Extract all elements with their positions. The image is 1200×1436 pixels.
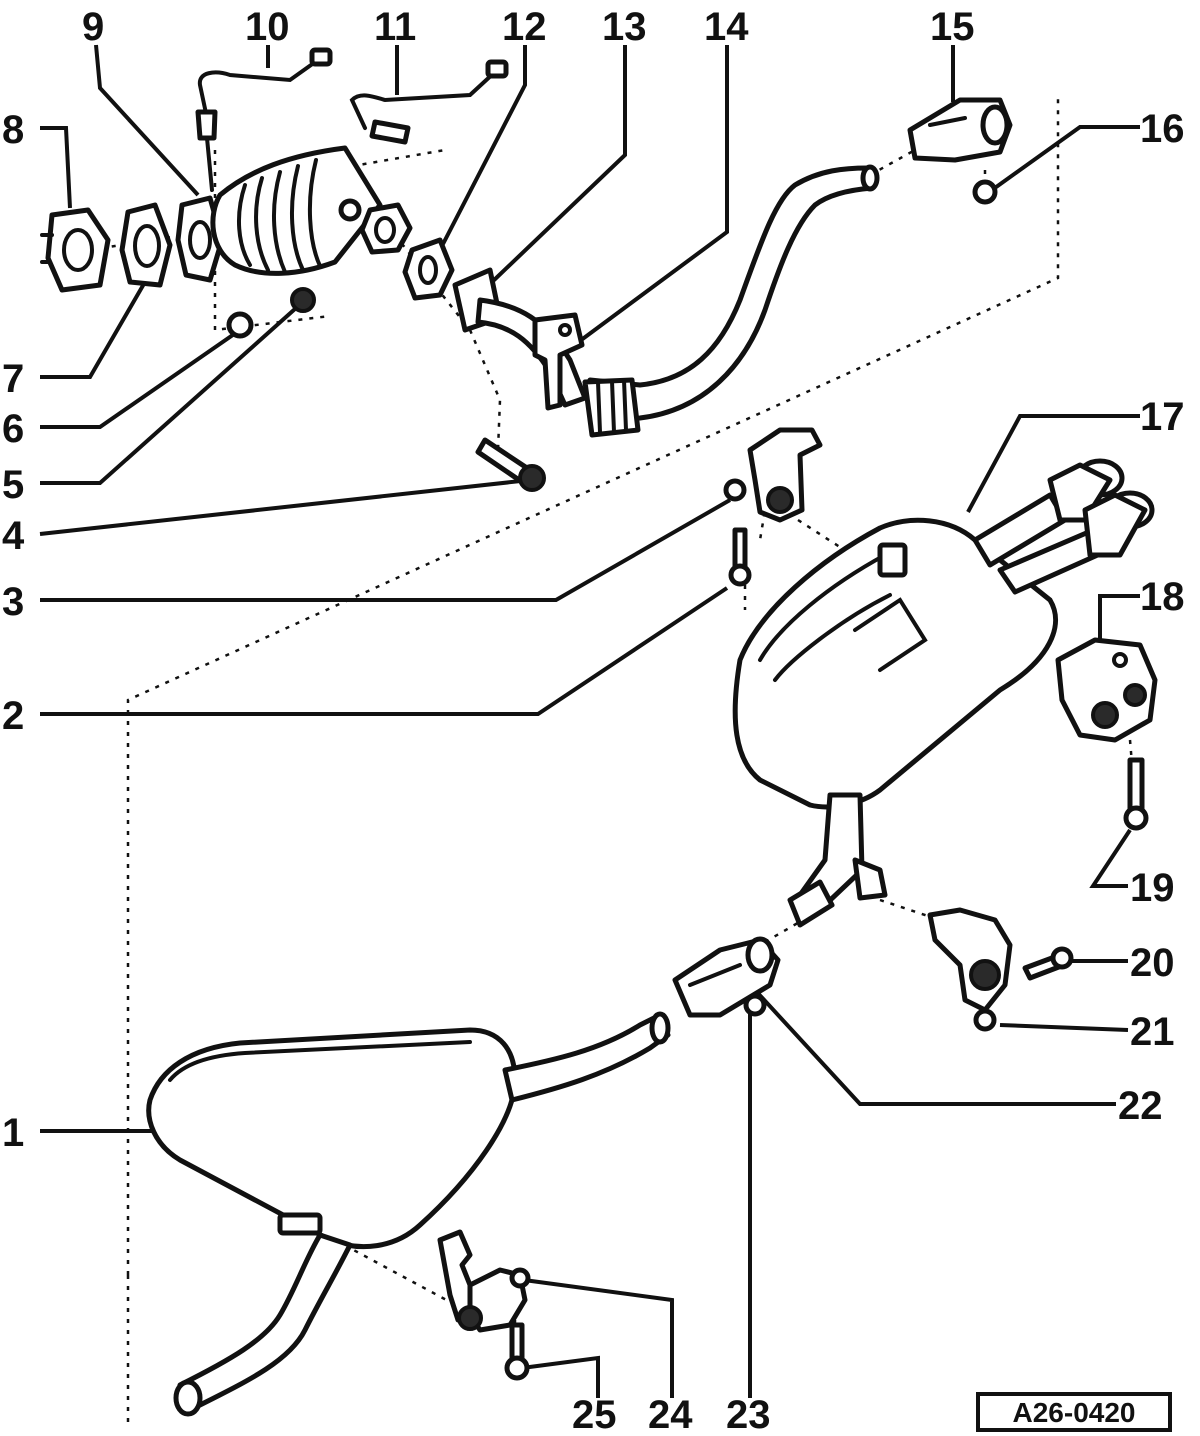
callout-20: 20 <box>1130 941 1175 985</box>
reference-code-box: A26-0420 <box>976 1392 1172 1432</box>
callout-3: 3 <box>2 580 24 624</box>
leader-25 <box>521 1355 600 1398</box>
bracket-20-21 <box>852 857 1074 1032</box>
gasket-12 <box>402 237 455 301</box>
clamp-22 <box>672 936 781 1018</box>
callout-16: 16 <box>1140 107 1185 151</box>
callout-25: 25 <box>572 1393 617 1436</box>
bolt-25 <box>504 1322 530 1381</box>
callout-5: 5 <box>2 463 24 507</box>
leader-2 <box>40 586 729 716</box>
callout-23: 23 <box>726 1393 771 1436</box>
bolt-5 <box>475 437 546 492</box>
leader-19 <box>1089 828 1132 888</box>
bracket-14 <box>532 312 585 411</box>
leader-17 <box>966 414 1140 513</box>
bolt-19 <box>1123 757 1149 831</box>
callout-22: 22 <box>1118 1084 1163 1128</box>
clamp-15 <box>907 97 1013 163</box>
callout-9: 9 <box>82 5 104 49</box>
leader-3 <box>40 498 731 602</box>
callout-1: 1 <box>2 1111 24 1155</box>
callout-18: 18 <box>1140 575 1185 619</box>
leader-16 <box>990 125 1140 192</box>
bolt-3 <box>728 527 752 587</box>
lambda-probe-11 <box>349 59 509 145</box>
callout-11: 11 <box>374 5 416 49</box>
front-flange-8 <box>40 207 111 293</box>
leader-8 <box>40 126 72 209</box>
callout-13: 13 <box>602 5 647 49</box>
leader-13 <box>490 45 627 284</box>
callout-4: 4 <box>2 514 25 558</box>
nut-6 <box>226 311 254 339</box>
callout-labels: 1 2 3 4 5 6 7 8 9 10 11 12 13 14 15 16 1… <box>2 5 1185 1436</box>
gasket-7 <box>119 202 173 288</box>
callout-17: 17 <box>1140 395 1185 439</box>
leader-lines <box>39 44 1140 1398</box>
leader-5 <box>40 298 307 485</box>
callout-7: 7 <box>2 357 24 401</box>
callout-24: 24 <box>648 1393 693 1436</box>
leader-4 <box>39 478 531 536</box>
reference-code: A26-0420 <box>1013 1397 1136 1428</box>
lambda-probe-10 <box>195 47 333 192</box>
hanger-4 <box>723 427 823 523</box>
assembly-lines <box>89 95 1137 1425</box>
leader-21 <box>999 1023 1129 1032</box>
centre-silencer-1 <box>146 1011 671 1417</box>
hanger-24 <box>437 1229 531 1333</box>
front-pipe-13 <box>452 164 880 438</box>
callout-10: 10 <box>245 5 290 49</box>
leader-9 <box>94 44 200 197</box>
leader-18 <box>1098 594 1140 648</box>
nut-5a <box>290 287 316 313</box>
catalytic-converter <box>210 145 413 276</box>
callout-15: 15 <box>930 5 975 49</box>
leader-6 <box>40 328 242 429</box>
hanger-18 <box>1055 637 1158 743</box>
leader-7 <box>40 280 147 379</box>
leader-14 <box>563 45 729 354</box>
leader-12 <box>441 45 527 245</box>
callout-8: 8 <box>2 108 24 152</box>
callout-14: 14 <box>704 5 749 49</box>
callout-6: 6 <box>2 407 24 451</box>
leader-24 <box>523 1278 674 1398</box>
callout-19: 19 <box>1130 866 1175 910</box>
callout-21: 21 <box>1130 1010 1175 1054</box>
callout-12: 12 <box>502 5 547 49</box>
leader-22 <box>753 988 1116 1106</box>
callout-2: 2 <box>2 694 24 738</box>
rear-silencer-17 <box>732 458 1155 928</box>
nut-16 <box>972 179 998 205</box>
